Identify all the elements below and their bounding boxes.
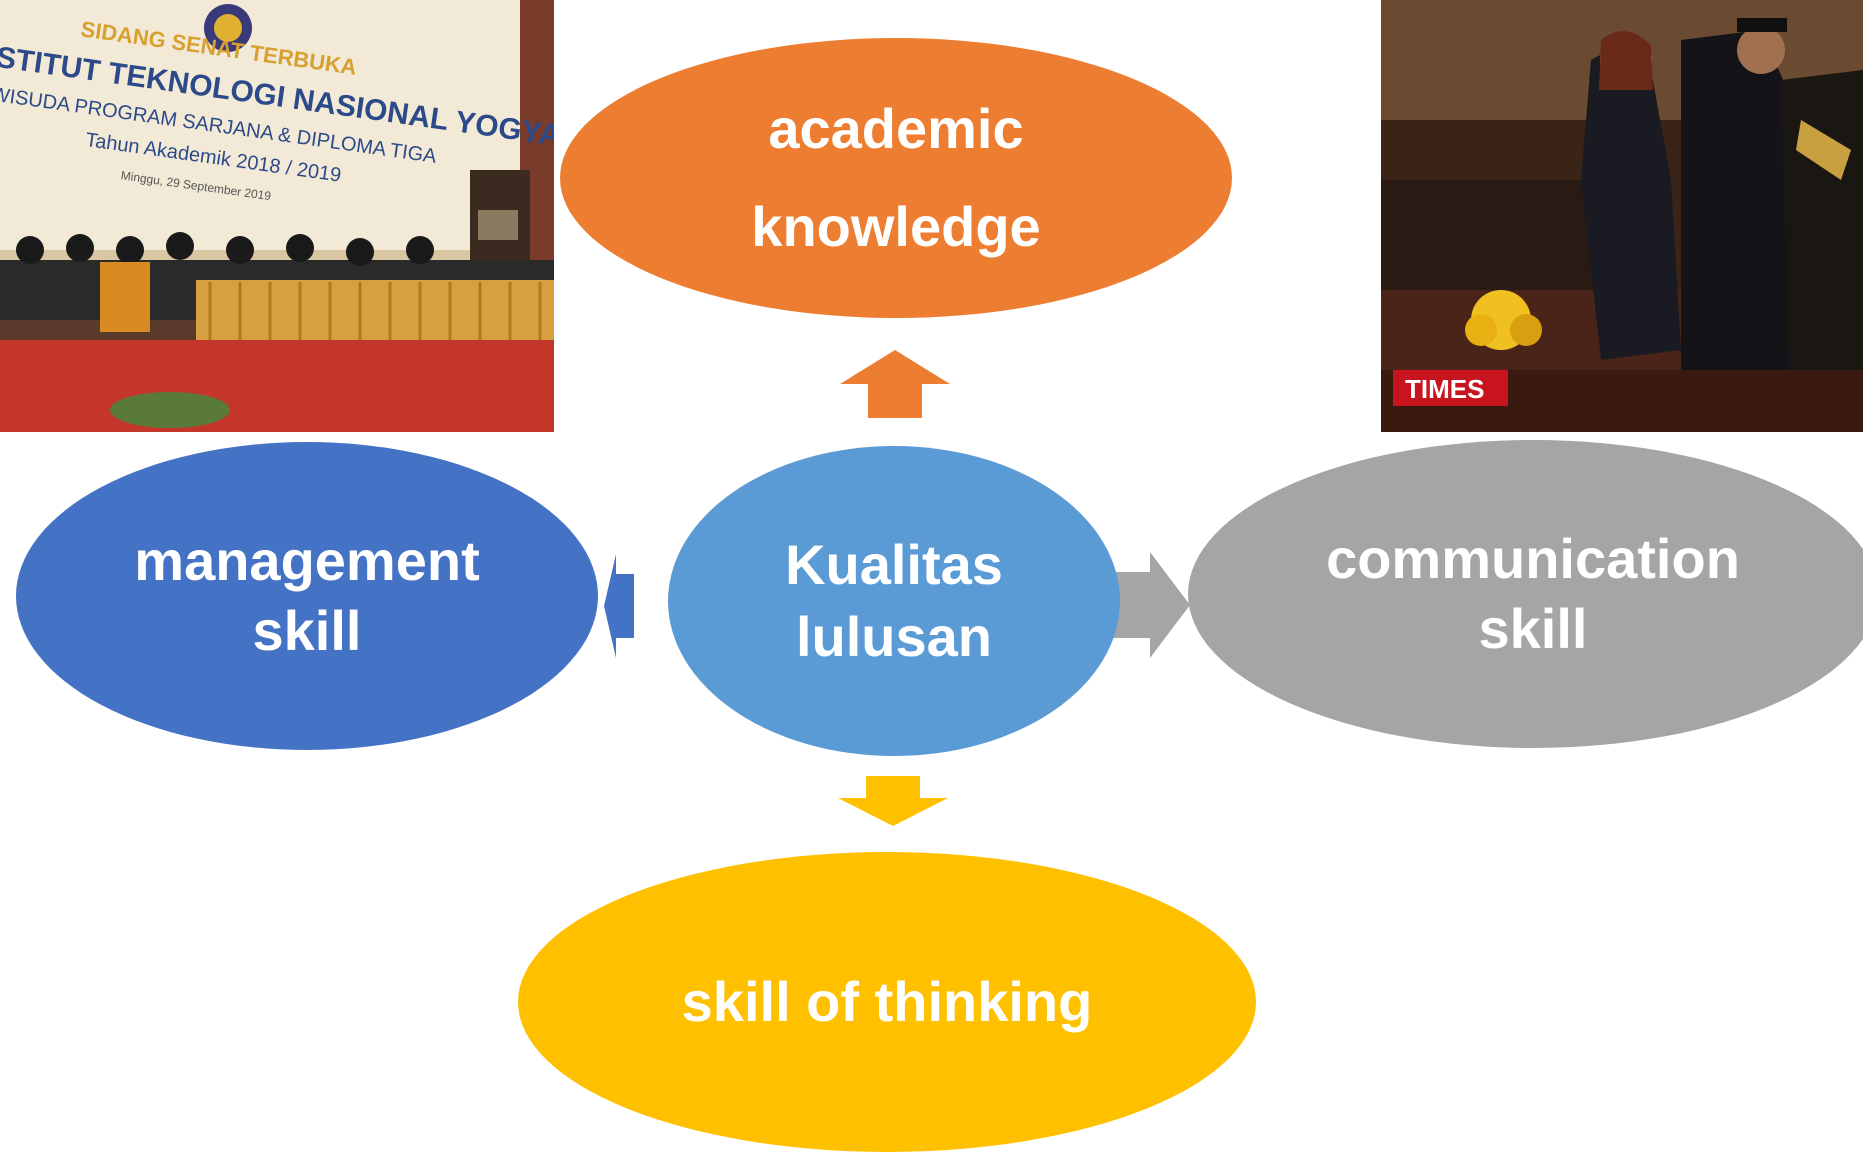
node-management-label: management skill: [134, 529, 480, 662]
arrow-right-icon: [1102, 552, 1190, 658]
arrow-down-icon: [838, 776, 948, 826]
node-management-skill: management skill: [16, 442, 598, 750]
node-thinking-label: skill of thinking: [681, 970, 1093, 1033]
node-academic-label: academic knowledge: [751, 97, 1041, 258]
ceremony-photo-left: SIDANG SENAT TERBUKA STITUT TEKNOLOGI NA…: [0, 0, 554, 432]
node-communication-skill: communication skill: [1188, 440, 1863, 748]
ceremony-photo-right: TIMES: [1381, 0, 1863, 432]
node-academic-knowledge: academic knowledge: [560, 38, 1232, 318]
node-communication-label: communication skill: [1326, 527, 1740, 660]
node-kualitas-lulusan: Kualitas lulusan: [668, 446, 1120, 756]
times-watermark: TIMES: [1405, 374, 1484, 404]
arrow-up-icon: [840, 350, 950, 418]
node-skill-of-thinking: skill of thinking: [518, 852, 1256, 1152]
node-center-label: Kualitas lulusan: [785, 533, 1003, 668]
arrow-left-icon: [604, 554, 634, 658]
